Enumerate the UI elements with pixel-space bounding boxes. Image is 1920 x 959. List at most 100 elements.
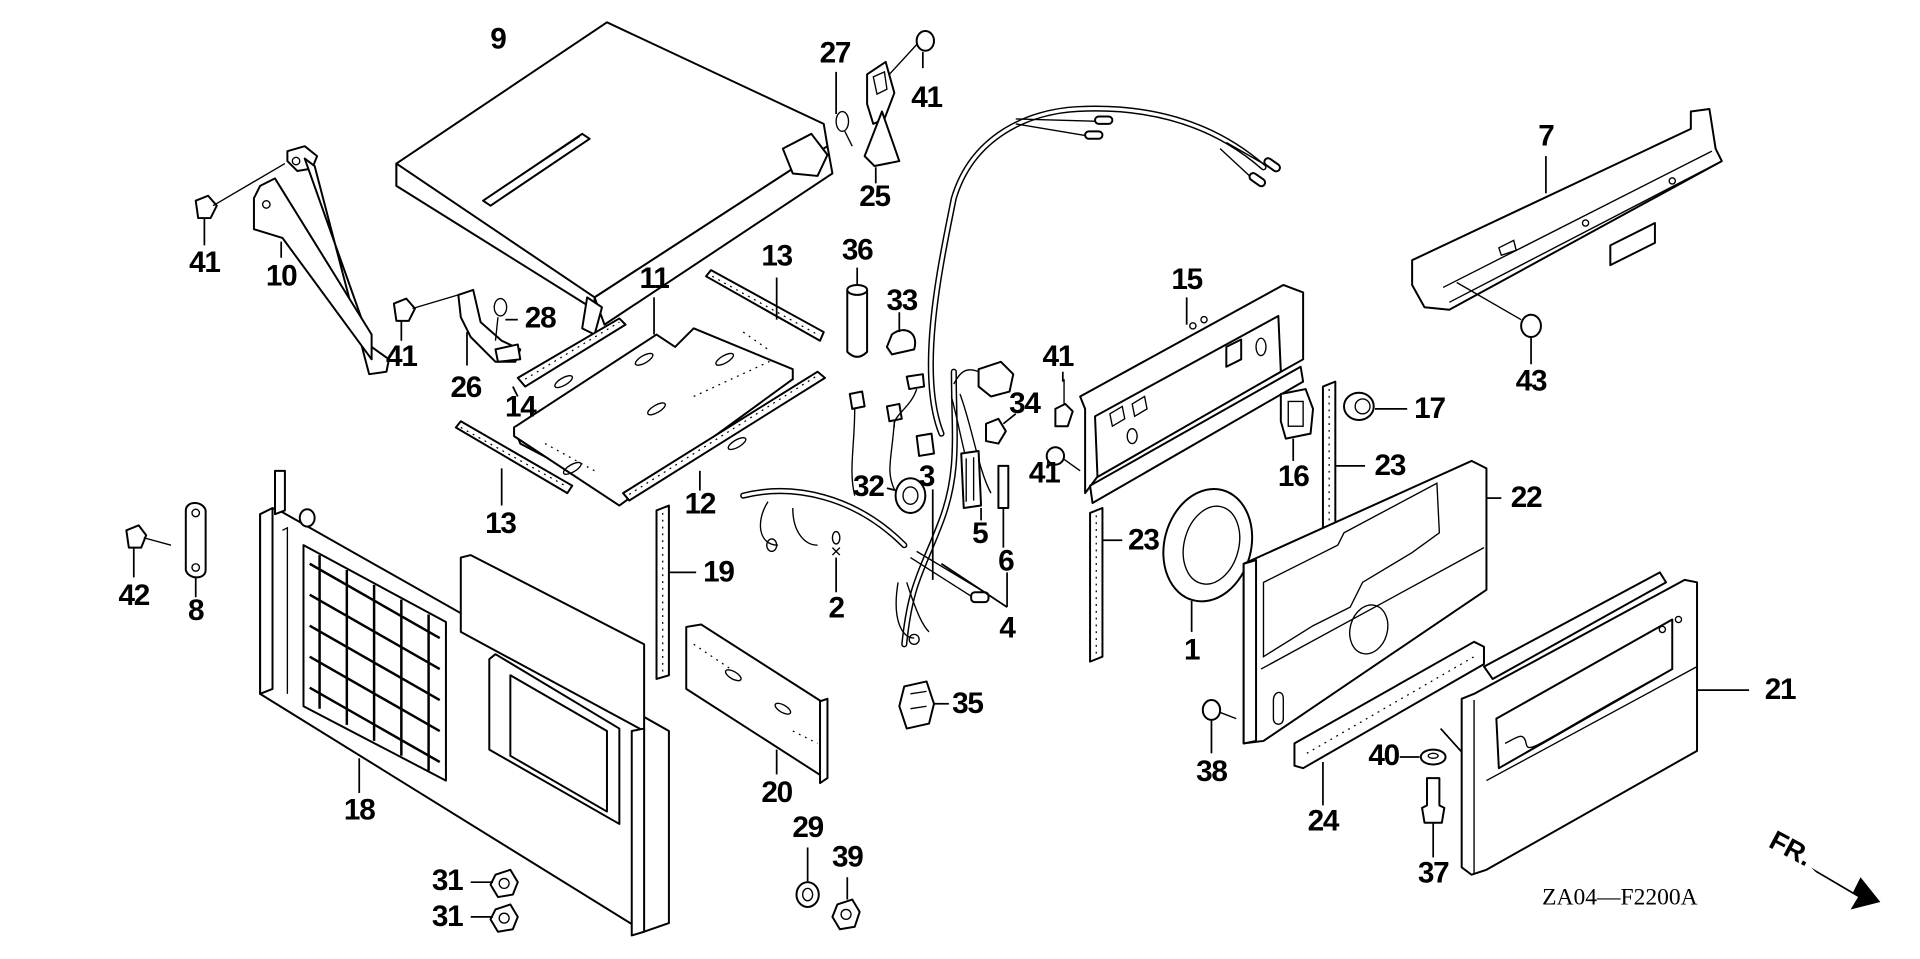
part-switch[interactable] [898,680,935,730]
part-side-panel-with-grille[interactable] [259,469,670,937]
callout-31-top[interactable]: 31 [432,864,465,897]
part-seal-strip-14[interactable] [516,317,627,388]
callout-23-lower[interactable]: 23 [1128,523,1161,556]
part-nut-31-top[interactable] [489,868,519,899]
part-washer-40[interactable] [1419,748,1447,766]
part-wire-harness[interactable] [740,105,1281,648]
part-spring-pin-28[interactable] [493,297,508,341]
part-seal-strip-13-bottom[interactable] [454,420,574,495]
callout-7[interactable]: 7 [1538,119,1555,152]
part-seal-strip-23-upper[interactable] [1321,380,1337,534]
part-top-cover[interactable] [395,21,834,336]
part-flange-bolt[interactable] [1045,446,1081,472]
part-bolt-42[interactable] [125,524,172,549]
callout-13-bottom[interactable]: 13 [485,507,518,540]
part-latch-bracket-26[interactable] [457,288,522,363]
part-connector-3[interactable] [915,432,935,457]
callout-28[interactable]: 28 [525,302,558,335]
callout-35[interactable]: 35 [952,687,985,720]
part-clamp[interactable] [885,329,917,356]
part-seal-strip-24[interactable] [1293,640,1485,770]
callout-38[interactable]: 38 [1196,755,1229,788]
part-pilot-lamp[interactable] [894,477,927,514]
callout-26[interactable]: 26 [450,371,483,404]
callout-5[interactable]: 5 [972,517,989,550]
callout-6[interactable]: 6 [998,544,1015,577]
callout-9[interactable]: 9 [490,23,507,56]
part-spring-pin-27[interactable] [835,110,853,147]
part-flange-bolt[interactable] [194,162,286,220]
part-washer-29[interactable] [795,881,820,908]
part-seal-strip-13-top[interactable] [705,269,825,342]
part-frame-rail[interactable] [1411,108,1723,311]
callout-33[interactable]: 33 [886,284,919,317]
callout-20[interactable]: 20 [761,776,794,809]
callout-18[interactable]: 18 [344,793,377,826]
callout-22[interactable]: 22 [1511,481,1544,514]
part-fuse[interactable] [997,464,1010,509]
callout-3[interactable]: 3 [919,460,936,493]
part-bolt-37[interactable] [1421,777,1446,824]
callout-31-bottom[interactable]: 31 [432,900,465,933]
callout-36[interactable]: 36 [842,233,875,266]
callout-4[interactable]: 4 [999,611,1017,644]
part-seal-strip-12[interactable] [622,370,826,502]
callout-34[interactable]: 34 [1009,387,1043,420]
callout-41-mid-left[interactable]: 41 [386,340,419,373]
part-capacitor[interactable] [846,283,869,358]
part-fuse-holder[interactable] [960,450,983,509]
front-direction-indicator: FR. [1765,824,1881,910]
part-latch-bracket-25[interactable] [863,60,901,168]
part-wire-clip[interactable] [831,530,841,556]
callout-29[interactable]: 29 [792,811,825,844]
callout-8[interactable]: 8 [188,594,205,627]
callout-2[interactable]: 2 [828,591,845,624]
part-insulation-pad[interactable] [685,623,829,785]
callout-16[interactable]: 16 [1278,460,1311,493]
part-flange-bolt[interactable] [888,29,935,75]
part-grommet-34[interactable] [985,417,1007,445]
callout-43[interactable]: 43 [1516,365,1549,398]
part-nut-31-bottom[interactable] [489,903,519,933]
part-control-panel-frame[interactable] [1079,283,1305,505]
callout-21[interactable]: 21 [1765,673,1798,706]
part-nut-39[interactable] [831,898,861,931]
callout-41-center-upper[interactable]: 41 [1043,340,1076,373]
part-front-cover[interactable] [1460,571,1699,876]
callout-40[interactable]: 40 [1368,739,1401,772]
callout-32[interactable]: 32 [853,470,886,503]
callout-17[interactable]: 17 [1414,392,1447,425]
part-seal-strip-23-lower[interactable] [1089,507,1104,663]
callout-24[interactable]: 24 [1308,805,1342,838]
callout-11[interactable]: 11 [640,262,671,295]
part-receptacle-socket[interactable] [1279,388,1315,440]
part-screw-38[interactable] [1201,699,1237,721]
callout-23-upper[interactable]: 23 [1375,449,1408,482]
callout-25[interactable]: 25 [859,180,892,213]
callout-41-top-center[interactable]: 41 [911,81,944,114]
part-flange-bolt[interactable] [392,294,459,322]
callout-19[interactable]: 19 [703,556,736,589]
part-gasket-ring[interactable] [1151,479,1264,612]
callout-27[interactable]: 27 [820,36,853,69]
drawing-code: ZA04—F2200A [1542,884,1697,910]
callout-41-center-lower[interactable]: 41 [1029,456,1062,489]
callout-41-left[interactable]: 41 [189,246,222,279]
callout-14[interactable]: 14 [505,391,539,424]
callout-1[interactable]: 1 [1184,634,1201,667]
callout-13-top[interactable]: 13 [761,240,794,273]
callout-15[interactable]: 15 [1171,263,1204,296]
callout-10[interactable]: 10 [266,259,299,292]
part-cover-stay[interactable] [252,145,390,376]
part-seal-strip-19[interactable] [655,504,670,680]
part-grommet-17[interactable] [1343,391,1375,422]
part-rear-panel[interactable] [1242,459,1488,745]
callout-42[interactable]: 42 [118,579,151,612]
part-flange-bolt-43[interactable] [1456,281,1542,339]
callout-12[interactable]: 12 [685,487,718,520]
callout-37[interactable]: 37 [1418,857,1451,890]
part-flange-bolt[interactable] [1054,379,1074,428]
callout-39[interactable]: 39 [832,840,865,873]
part-stay-link[interactable] [184,502,207,579]
